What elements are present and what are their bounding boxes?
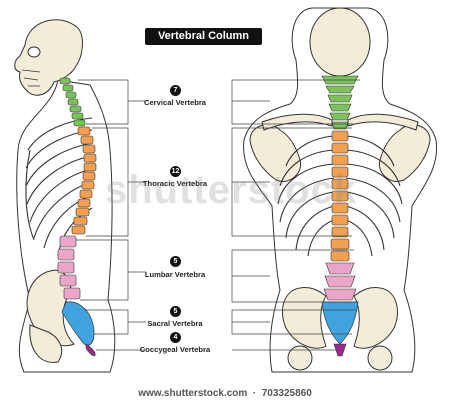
left-scapula	[249, 124, 302, 182]
back-ribcage	[277, 135, 403, 257]
back-skull	[309, 7, 371, 77]
footer-site: www.shutterstock.com	[138, 388, 248, 399]
cervical-label: Cervical Vertebra	[143, 98, 207, 107]
right-femur-head	[367, 345, 393, 371]
side-sacrum	[61, 301, 95, 346]
thoracic-count: 12	[170, 166, 181, 177]
side-pelvis	[26, 269, 75, 347]
diagram-title: Vertebral Column	[145, 28, 262, 45]
lumbar-count: 5	[170, 256, 181, 267]
side-view-figure	[14, 19, 116, 373]
back-thoracic	[330, 130, 350, 262]
sacral-count: 5	[170, 306, 181, 317]
left-clavicle	[261, 113, 333, 131]
back-coccyx	[333, 343, 347, 357]
back-left-ilium	[282, 287, 327, 349]
sacral-label: Sacral Vertebra	[147, 319, 203, 328]
left-femur-head	[287, 345, 313, 371]
coccygeal-count: 4	[170, 332, 181, 343]
cervical-count: 7	[170, 85, 181, 96]
footer-id: 703325860	[261, 388, 312, 399]
side-spine	[57, 77, 97, 357]
back-lumbar	[323, 262, 357, 301]
footer-bar	[0, 376, 450, 406]
back-body-outline	[243, 7, 438, 373]
back-spine	[321, 75, 359, 357]
lumbar-label: Lumbar Vertebra	[144, 270, 206, 279]
side-thoracic	[71, 126, 97, 235]
coccygeal-label: Coccygeal Vertebra	[139, 345, 211, 354]
back-cervical	[321, 75, 359, 130]
side-lumbar	[57, 235, 81, 300]
side-coccyx	[85, 343, 96, 357]
back-right-ilium	[353, 287, 398, 349]
side-cervical	[59, 77, 86, 127]
side-hip	[29, 324, 63, 363]
callout-brackets	[76, 79, 360, 351]
right-clavicle	[347, 113, 419, 131]
skull	[14, 19, 83, 96]
footer: www.shutterstock.com · 703325860	[138, 388, 312, 399]
back-view-figure	[243, 7, 438, 373]
thoracic-label: Thoracic Vertebra	[142, 179, 208, 188]
right-scapula	[378, 124, 431, 182]
eye-socket	[27, 46, 41, 58]
